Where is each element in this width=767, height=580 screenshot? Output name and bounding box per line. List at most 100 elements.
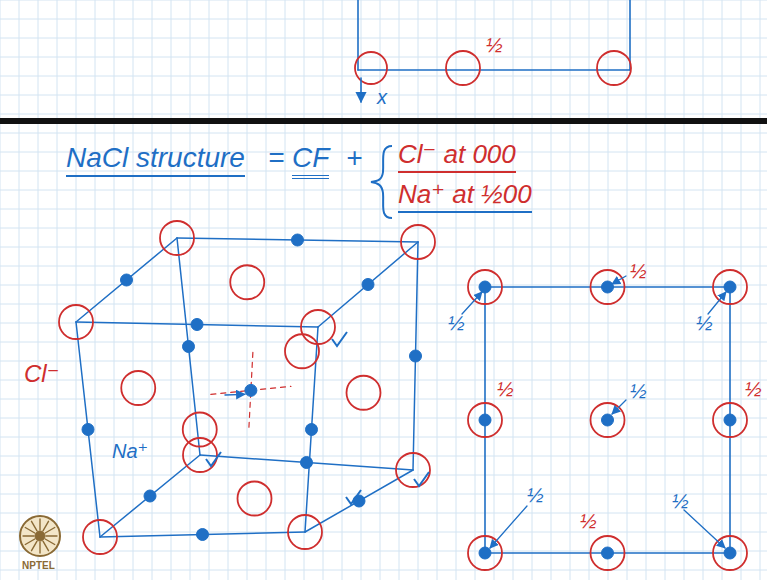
divider-bar <box>0 118 767 124</box>
logo-spoke <box>23 535 34 536</box>
tick-mark <box>346 490 361 504</box>
logo-ring <box>20 516 60 556</box>
grid-line <box>38 0 39 580</box>
chlorine-atom <box>301 310 335 344</box>
grid-line <box>760 0 761 580</box>
chlorine-atom <box>468 270 502 304</box>
leader-arrow <box>684 510 725 548</box>
chlorine-atom <box>591 403 625 437</box>
grid-line <box>399 0 400 580</box>
grid-line <box>0 38 767 39</box>
chlorine-atom <box>396 453 430 487</box>
sodium-atom <box>602 547 614 559</box>
axis-label: x <box>377 86 387 109</box>
chlorine-atom <box>713 403 747 437</box>
pointer-arrow <box>225 394 245 396</box>
grid-line <box>0 133 767 134</box>
grid-line <box>589 0 590 580</box>
grid-line <box>0 247 767 248</box>
sodium-atom <box>292 234 304 246</box>
grid-line <box>456 0 457 580</box>
fraction-label: ½ <box>630 380 647 403</box>
grid-line <box>304 0 305 580</box>
chlorine-atom <box>183 413 217 447</box>
tick-mark <box>332 332 347 346</box>
cube-edge <box>76 238 177 322</box>
chlorine-atom <box>591 536 625 570</box>
ion-label: Cl⁻ <box>24 360 59 388</box>
grid-line <box>475 0 476 580</box>
grid-line <box>627 0 628 580</box>
sodium-atom <box>183 341 195 353</box>
fraction-label: ½ <box>448 312 465 335</box>
grid-line <box>437 0 438 580</box>
grid-line <box>0 361 767 362</box>
grid-line <box>551 0 552 580</box>
fraction-label: ½ <box>497 378 514 401</box>
chlorine-atom <box>160 221 194 255</box>
tick-mark <box>414 472 429 486</box>
sodium-atom <box>479 281 491 293</box>
cube-edge <box>305 470 413 532</box>
leader-arrow <box>462 292 482 314</box>
chlorine-atom <box>468 403 502 437</box>
chlorine-atom <box>446 51 480 85</box>
chlorine-atom <box>285 334 319 368</box>
sodium-atom <box>724 547 736 559</box>
grid-line <box>0 0 1 580</box>
grid-line <box>0 494 767 495</box>
leader-arrow <box>708 292 726 314</box>
chlorine-atom <box>347 376 381 410</box>
logo-spoke <box>32 521 38 531</box>
heading-text: NaCl structure <box>66 142 245 177</box>
chlorine-atom <box>121 371 155 405</box>
grid-line <box>228 0 229 580</box>
leader-arrow <box>490 506 527 548</box>
grid-line <box>703 0 704 580</box>
fraction-label: ½ <box>630 260 647 283</box>
grid-line <box>247 0 248 580</box>
logo-spoke <box>39 519 40 530</box>
sodium-atom <box>602 281 614 293</box>
position-note: Cl⁻ at 000 <box>398 140 516 173</box>
grid-line <box>0 551 767 552</box>
chlorine-atom <box>355 52 387 84</box>
cf-label: CF <box>292 142 329 179</box>
tick-mark <box>206 452 221 466</box>
cube-edge <box>318 242 418 327</box>
grid-line <box>266 0 267 580</box>
sodium-atom <box>479 414 491 426</box>
cell-edge <box>358 69 630 71</box>
sodium-atom <box>479 547 491 559</box>
chlorine-atom <box>183 438 217 472</box>
cube-edge <box>177 238 200 455</box>
sodium-atom <box>410 350 422 362</box>
cube-edge <box>76 322 100 537</box>
sodium-atom <box>301 457 313 469</box>
grid-line <box>0 114 767 115</box>
grid-line <box>209 0 210 580</box>
grid-line <box>0 285 767 286</box>
grid-line <box>665 0 666 580</box>
logo-spoke <box>25 539 35 545</box>
grid-line <box>0 570 767 571</box>
equals-sign: = <box>268 142 284 174</box>
ion-label: Na⁺ <box>112 440 148 463</box>
grid-line <box>0 513 767 514</box>
logo-spoke <box>45 539 55 545</box>
grid-line <box>494 0 495 580</box>
grid-line <box>285 0 286 580</box>
grid-line <box>0 304 767 305</box>
grid-line <box>323 0 324 580</box>
cube-edge <box>100 455 200 537</box>
sodium-atom <box>724 281 736 293</box>
sodium-atom <box>602 414 614 426</box>
grid-line <box>133 0 134 580</box>
leader-arrow <box>612 276 626 284</box>
grid-line <box>646 0 647 580</box>
grid-line <box>190 0 191 580</box>
fraction-label: ½ <box>696 312 713 335</box>
chlorine-atom <box>83 520 117 554</box>
logo-hub <box>35 531 45 541</box>
grid-line <box>0 0 767 1</box>
